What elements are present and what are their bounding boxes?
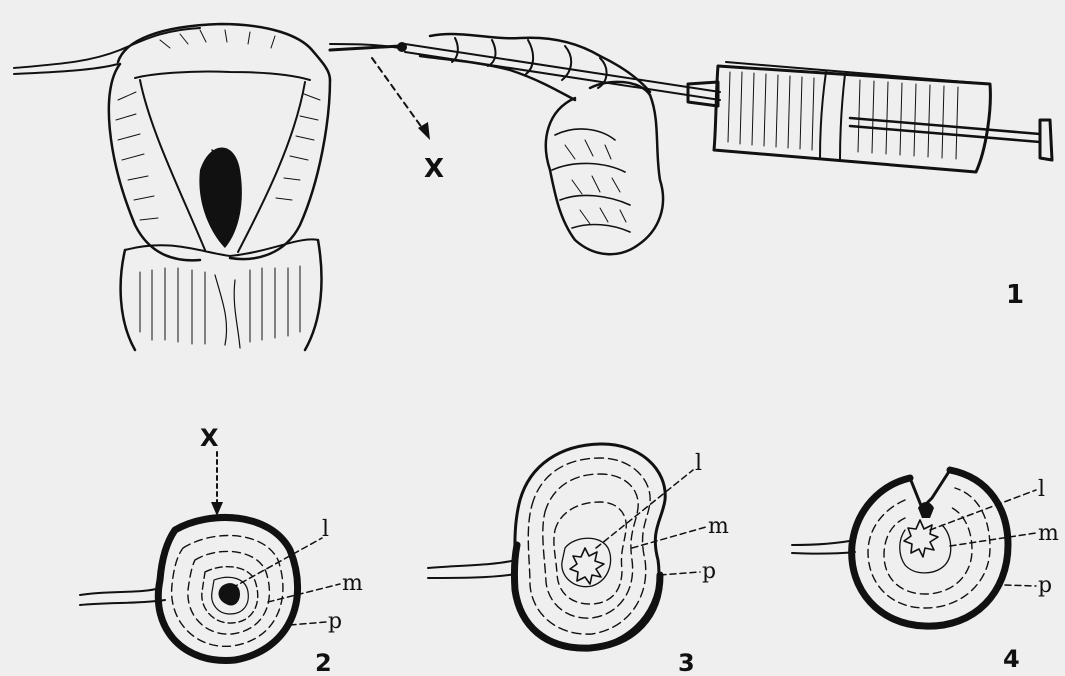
arrow-to-x: [372, 58, 430, 140]
panel-3-drawing: [428, 444, 665, 648]
fallopian-tube: [420, 34, 663, 254]
uterus: [109, 24, 400, 260]
panel-number-2: 2: [315, 649, 332, 676]
panel-3-label-m: m: [708, 514, 729, 539]
panel-4-drawing: [792, 470, 1008, 626]
panel-4-label-l: l: [1038, 477, 1045, 502]
panel-3-label-p: p: [702, 559, 716, 584]
panel-2-label-l: l: [322, 517, 329, 542]
panel-number-4: 4: [1003, 645, 1020, 673]
panel-number-1: 1: [1006, 280, 1024, 310]
panel-3-label-l: l: [695, 451, 702, 476]
panel-2-label-m: m: [342, 571, 363, 596]
panel-2-label-p: p: [328, 609, 342, 634]
panel-4-label-m: m: [1038, 521, 1059, 546]
marker-x-panel-2: X: [200, 424, 219, 452]
syringe: [688, 62, 1052, 172]
marker-x-panel-1: X: [424, 154, 444, 184]
vagina-section: [121, 239, 322, 350]
panel-2-drawing: [80, 452, 298, 660]
panel-number-3: 3: [678, 649, 695, 676]
panel-1-drawing: [14, 24, 1052, 350]
panel-4-label-p: p: [1038, 573, 1052, 598]
